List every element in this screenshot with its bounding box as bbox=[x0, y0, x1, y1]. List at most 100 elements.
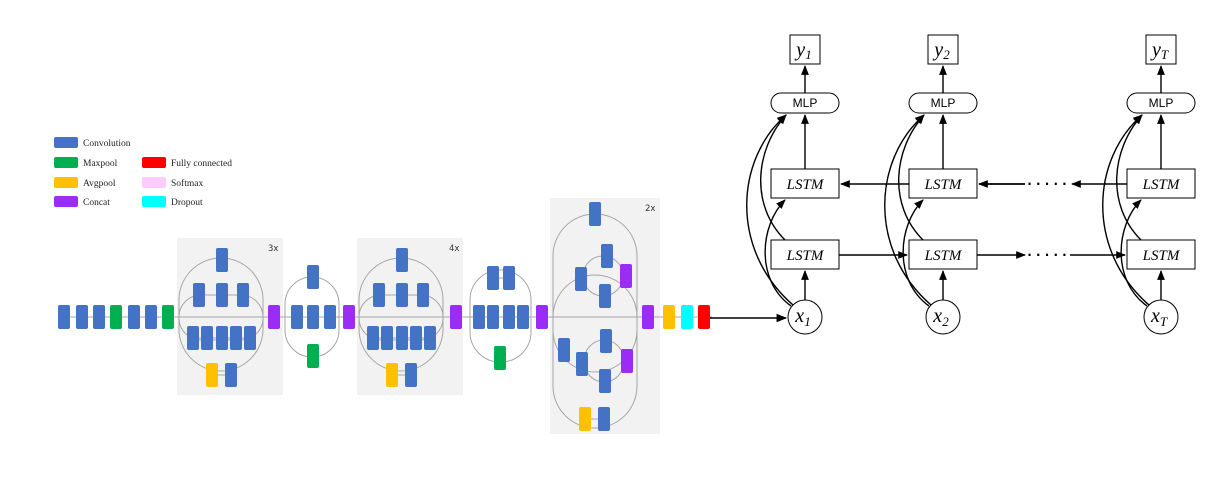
convolution-block bbox=[58, 305, 70, 329]
convolution-block bbox=[76, 305, 88, 329]
mlp-label: MLP bbox=[1149, 96, 1174, 110]
convolution-block bbox=[503, 305, 515, 329]
output-box bbox=[1145, 34, 1177, 65]
output-var: y bbox=[932, 39, 943, 61]
repeat-count-label: 2x bbox=[645, 204, 655, 214]
legend-label: Dropout bbox=[171, 198, 203, 208]
concat-block bbox=[450, 305, 462, 329]
maxpool-block bbox=[307, 344, 319, 368]
convolution-block bbox=[324, 305, 336, 329]
repeat-panel bbox=[550, 198, 660, 434]
output-subscript: 1 bbox=[805, 47, 812, 62]
avgpool-block bbox=[386, 363, 398, 387]
output-label: y1 bbox=[794, 39, 811, 62]
convolution-block bbox=[424, 326, 436, 350]
concat-block bbox=[268, 305, 280, 329]
forward-lstm-to-mlp-arrow bbox=[760, 114, 787, 241]
legend-swatch-c bbox=[54, 137, 78, 148]
convolution-block bbox=[517, 305, 529, 329]
output-subscript: 2 bbox=[943, 47, 950, 62]
lstm-label: LSTM bbox=[1142, 248, 1181, 264]
convolution-block bbox=[599, 369, 611, 393]
convolution-block bbox=[381, 326, 393, 350]
ellipsis-dots: · · · · · bbox=[1027, 248, 1067, 262]
fully-connected-block bbox=[698, 305, 710, 329]
convolution-block bbox=[307, 265, 319, 289]
concat-block bbox=[536, 305, 548, 329]
convolution-block bbox=[598, 407, 610, 431]
forward-lstm-box bbox=[908, 239, 978, 270]
convolution-block bbox=[601, 244, 613, 268]
convolution-block bbox=[216, 326, 228, 350]
legend-label: Softmax bbox=[171, 178, 203, 189]
lstm-label: LSTM bbox=[1142, 177, 1181, 193]
output-box bbox=[789, 34, 821, 65]
convolution-block bbox=[600, 329, 612, 353]
maxpool-block bbox=[494, 346, 506, 370]
input-label: x2 bbox=[932, 305, 949, 329]
convolution-block bbox=[487, 266, 499, 290]
convolution-block bbox=[93, 305, 105, 329]
avgpool-block bbox=[579, 407, 591, 431]
avgpool-block bbox=[206, 363, 218, 387]
input-subscript: 1 bbox=[804, 314, 811, 329]
backward-lstm-box bbox=[908, 168, 978, 199]
mlp-label: MLP bbox=[931, 96, 956, 110]
convolution-block bbox=[410, 326, 422, 350]
convolution-block bbox=[405, 363, 417, 387]
input-var: x bbox=[794, 305, 804, 327]
legend-swatch-a bbox=[54, 177, 78, 188]
lstm-label: LSTM bbox=[924, 248, 963, 264]
maxpool-block bbox=[162, 305, 174, 329]
forward-lstm-to-mlp-arrow bbox=[898, 114, 925, 241]
convolution-block bbox=[396, 248, 408, 272]
convolution-block bbox=[216, 283, 228, 307]
lstm-label: LSTM bbox=[786, 177, 825, 193]
convolution-block bbox=[145, 305, 157, 329]
convolution-block bbox=[225, 363, 237, 387]
concat-block bbox=[620, 264, 632, 288]
input-var: x bbox=[1150, 305, 1160, 327]
output-box bbox=[927, 34, 959, 65]
legend-swatch-m bbox=[54, 157, 78, 168]
convolution-block bbox=[473, 305, 485, 329]
convolution-block bbox=[201, 326, 213, 350]
input-label: xT bbox=[1150, 305, 1168, 329]
convolution-block bbox=[575, 267, 587, 291]
convolution-block bbox=[396, 326, 408, 350]
input-label: x1 bbox=[794, 305, 810, 329]
output-label: yT bbox=[1150, 39, 1169, 62]
dropout-block bbox=[681, 305, 693, 329]
lstm-label: LSTM bbox=[924, 177, 963, 193]
concat-block bbox=[343, 305, 355, 329]
convolution-block bbox=[373, 283, 385, 307]
mlp-label: MLP bbox=[793, 96, 818, 110]
ellipsis-dots: · · · · · bbox=[1027, 177, 1067, 191]
concat-block bbox=[621, 349, 633, 373]
convolution-block bbox=[291, 305, 303, 329]
legend-swatch-d bbox=[142, 196, 166, 207]
branch-path bbox=[552, 274, 638, 373]
concat-block bbox=[642, 305, 654, 329]
input-subscript: T bbox=[1160, 314, 1168, 329]
convolution-block bbox=[599, 284, 611, 308]
convolution-block bbox=[417, 283, 429, 307]
convolution-block bbox=[307, 305, 319, 329]
convolution-block bbox=[187, 326, 199, 350]
bidirectional-lstm: y1MLPLSTMLSTMx1y2MLPLSTMLSTMx2yTMLPLSTML… bbox=[746, 34, 1196, 335]
repeat-count-label: 3x bbox=[268, 244, 278, 254]
output-subscript: T bbox=[1161, 47, 1169, 62]
legend-label: Avgpool bbox=[83, 179, 116, 189]
forward-lstm-box bbox=[1126, 239, 1196, 270]
forward-lstm-box bbox=[770, 239, 840, 270]
convolution-block bbox=[589, 202, 601, 226]
output-var: y bbox=[794, 39, 805, 61]
convolution-block bbox=[367, 326, 379, 350]
maxpool-block bbox=[110, 305, 122, 329]
repeat-count-label: 4x bbox=[449, 244, 459, 254]
inception-network: 3x 4x 2x bbox=[58, 198, 788, 434]
